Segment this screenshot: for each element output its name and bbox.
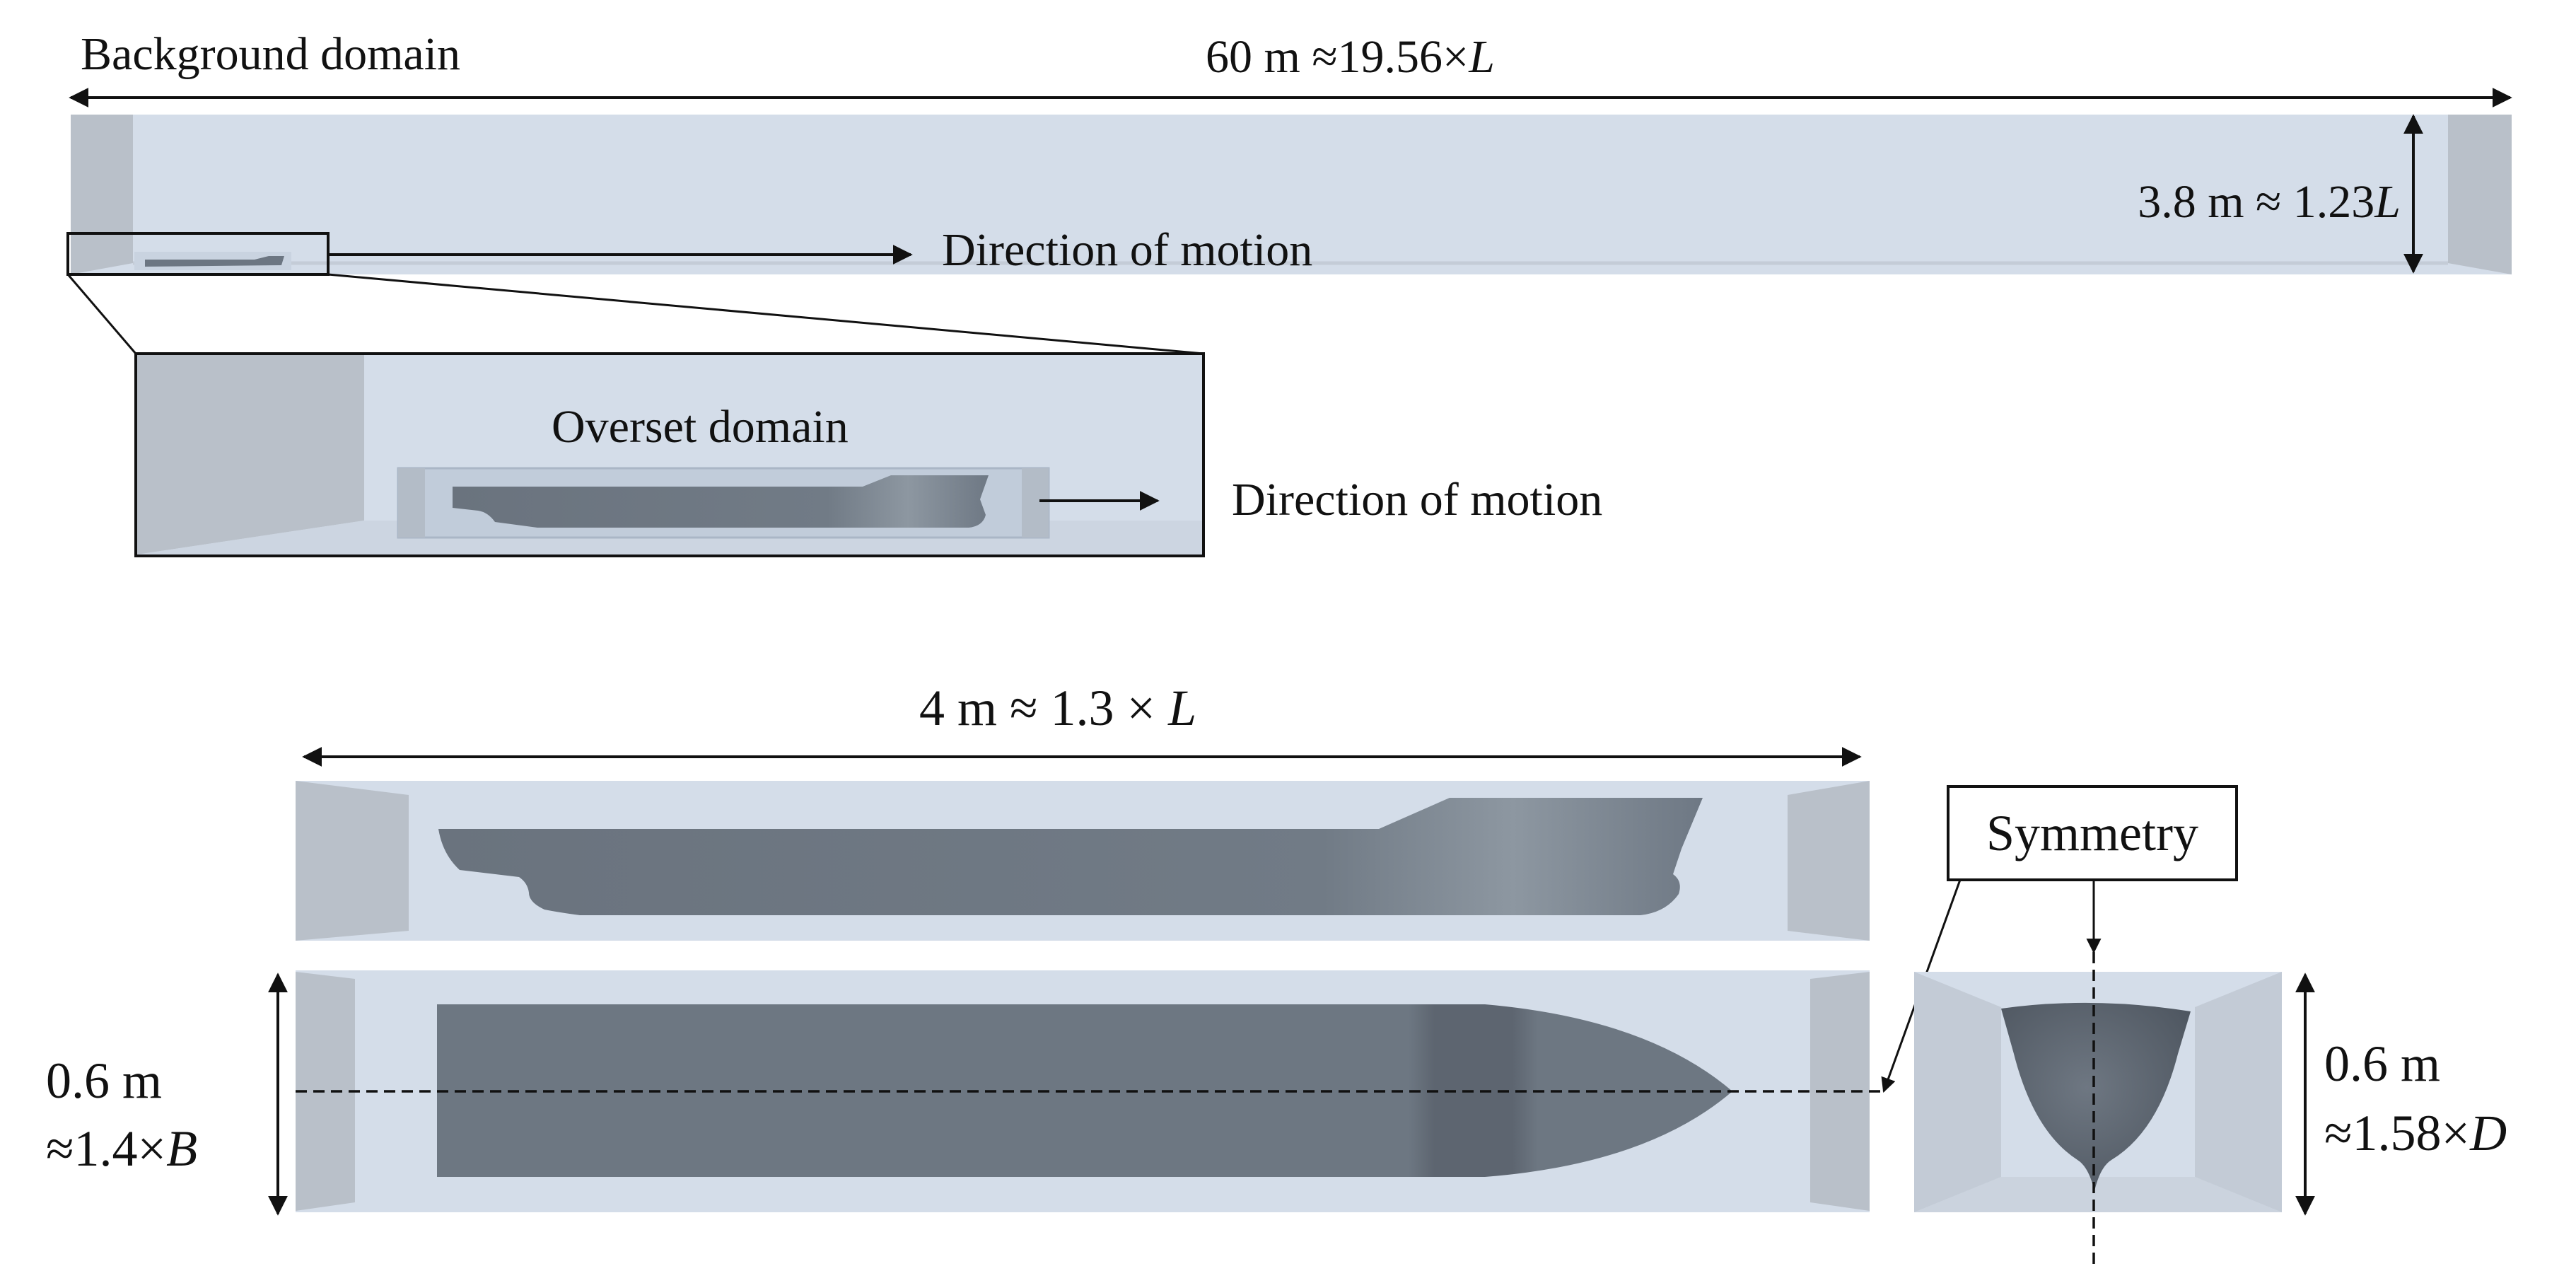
overset-domain-label: Overset domain <box>552 401 849 453</box>
side-view-ship-hull-icon <box>438 798 1703 915</box>
background-domain-inlet-face <box>71 115 133 274</box>
inset-inlet-face <box>137 355 364 555</box>
inset-direction-label: Direction of motion <box>1232 474 1602 526</box>
depth-dimension-line2: ≈1.58×D <box>2324 1105 2507 1161</box>
background-domain-label: Background domain <box>81 28 460 80</box>
depth-dimension-line1: 0.6 m <box>2324 1035 2440 1092</box>
top-direction-label: Direction of motion <box>942 224 1312 276</box>
background-domain-outlet-face <box>2448 115 2512 274</box>
cross-section-view: 0.6 m ≈1.58×D <box>1914 952 2507 1266</box>
width-dimension-line2: ≈1.4×B <box>46 1120 197 1177</box>
width-dimension-line1: 0.6 m <box>46 1052 162 1109</box>
domain-height-dimension-label: 3.8 m ≈ 1.23L <box>2138 176 2401 228</box>
symmetry-label: Symmetry <box>1986 805 2198 861</box>
background-domain-box <box>71 115 2512 274</box>
symmetry-label-box <box>1947 785 2238 881</box>
side-view <box>296 781 1870 941</box>
background-domain-view: Background domain 60 m ≈19.56×L 3.8 m ≈ … <box>66 28 2512 355</box>
top-view: 0.6 m ≈1.4×B <box>46 970 1884 1216</box>
domain-length-dimension-label: 60 m ≈19.56×L <box>1206 31 1495 83</box>
overset-length-dimension-label: 4 m ≈ 1.3 × L <box>919 680 1196 736</box>
overset-length-dimension: 4 m ≈ 1.3 × L <box>302 680 1862 767</box>
cross-section-hull-icon <box>2001 1002 2191 1191</box>
inset-ship-hull-icon <box>453 475 989 528</box>
small-ship-hull-icon <box>145 256 284 267</box>
symmetry-callout: Symmetry <box>1881 785 2238 1093</box>
overset-domain-inset: Overset domain Direction of motion <box>134 352 1602 557</box>
